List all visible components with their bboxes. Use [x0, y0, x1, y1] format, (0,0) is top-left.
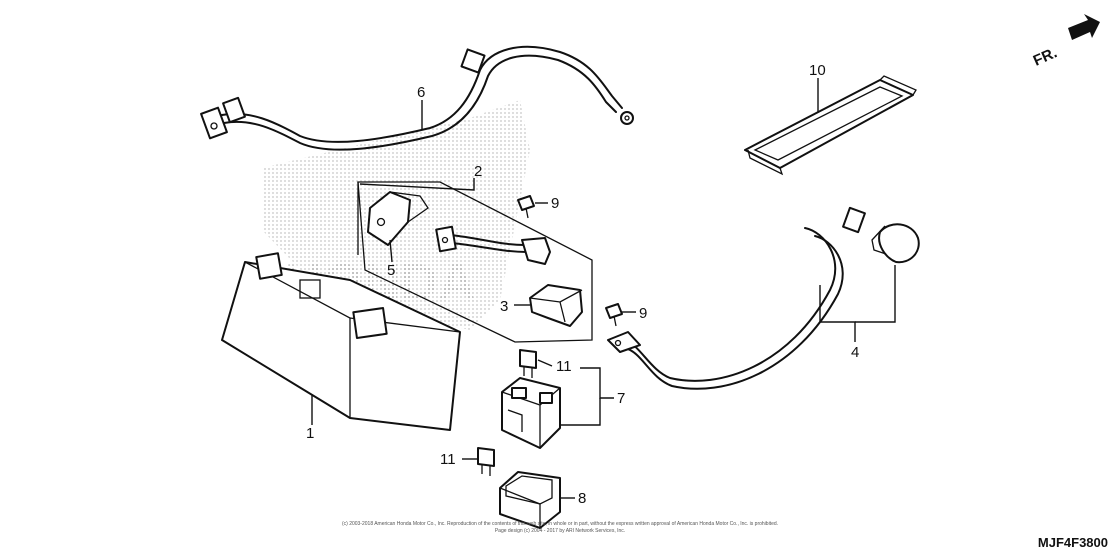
part-9-bolt-lower[interactable]	[605, 303, 623, 327]
part-6-cable[interactable]	[200, 45, 634, 151]
callout-7[interactable]: 7	[617, 390, 625, 407]
callout-3[interactable]: 3	[500, 298, 508, 315]
leader-lines	[311, 78, 896, 499]
callout-6[interactable]: 6	[417, 84, 425, 101]
copyright-line-1: (c) 2003-2018 American Honda Motor Co., …	[341, 521, 779, 527]
front-direction-label: FR.	[1031, 44, 1060, 69]
group-2-bracket	[357, 181, 593, 343]
callout-10[interactable]: 10	[809, 62, 826, 79]
diagram-code: MJF4F3800	[1037, 535, 1108, 550]
callout-11-lower[interactable]: 11	[440, 451, 456, 468]
part-9-bolt-upper[interactable]	[517, 195, 535, 219]
part-7-relay[interactable]	[501, 377, 561, 449]
part-1-battery[interactable]	[221, 252, 461, 431]
callout-5[interactable]: 5	[387, 262, 395, 279]
part-11-fuse-upper[interactable]	[519, 349, 537, 378]
callout-8[interactable]: 8	[578, 490, 586, 507]
part-11-fuse-lower[interactable]	[477, 447, 495, 476]
callout-9-lower[interactable]: 9	[639, 305, 647, 322]
callout-4[interactable]: 4	[851, 344, 859, 361]
part-4-cable[interactable]	[607, 206, 920, 390]
callout-2[interactable]: 2	[474, 163, 482, 180]
part-2-short-cable[interactable]	[435, 225, 551, 265]
callout-1[interactable]: 1	[306, 425, 314, 442]
copyright-notice: (c) 2003-2018 American Honda Motor Co., …	[300, 521, 820, 535]
callout-11-upper[interactable]: 11	[556, 358, 572, 375]
copyright-line-2: Page design (c) 2004 - 2017 by ARI Netwo…	[494, 528, 626, 534]
part-5-terminal[interactable]	[367, 191, 429, 246]
callout-labels: 1 2 3 4 5 6 7 8 9 9 10 11 11	[306, 62, 859, 507]
part-10-strap[interactable]	[744, 75, 917, 176]
part-3-cap[interactable]	[529, 284, 583, 327]
part-8-cover[interactable]	[499, 471, 561, 529]
callout-9-upper[interactable]: 9	[551, 195, 559, 212]
front-direction-arrow: FR.	[1031, 14, 1100, 70]
